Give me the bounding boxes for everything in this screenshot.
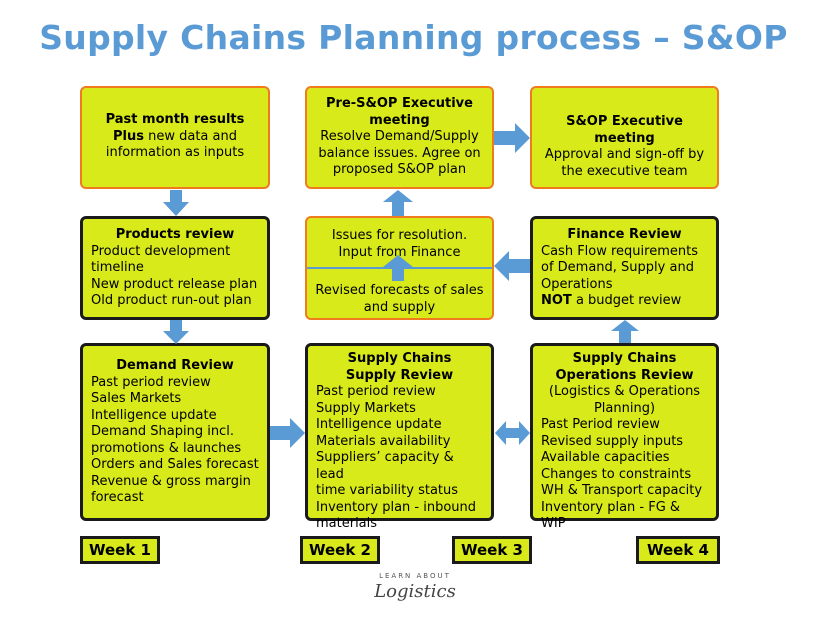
- arrow-up-icon: [611, 320, 639, 343]
- demand-review-line-7: Revenue & gross margin: [91, 473, 251, 489]
- supply-review-heading2: Supply Review: [345, 367, 454, 383]
- plus-text: Plus: [113, 128, 144, 144]
- sop-executive-box: S&OP Executive meeting Approval and sign…: [530, 86, 719, 189]
- issues-top-line-1: Issues for resolution.: [331, 228, 468, 243]
- supply-review-line-4: Materials availability: [316, 433, 451, 449]
- supply-review-line-1: Past period review: [316, 384, 436, 399]
- week-4-label: Week 4: [636, 536, 720, 564]
- finance-review-line-3: Operations: [541, 276, 613, 292]
- ops-review-sub2: Planning): [593, 400, 656, 416]
- sop-exec-line-1: Approval and sign-off by: [544, 147, 705, 162]
- demand-review-line-8: forecast: [91, 490, 144, 505]
- sop-exec-heading: S&OP Executive meeting: [566, 114, 683, 146]
- ops-review-heading1: Supply Chains: [572, 351, 677, 366]
- not-text: NOT: [541, 293, 572, 308]
- week-2-label: Week 2: [300, 536, 380, 564]
- ops-review-heading2: Operations Review: [555, 367, 694, 383]
- arrow-down-icon: [163, 320, 189, 344]
- ops-review-line-5: WH & Transport capacity: [541, 483, 703, 498]
- supply-review-box: Supply Chains Supply Review Past period …: [305, 343, 494, 531]
- demand-review-line-5: promotions & launches: [91, 440, 242, 456]
- arrow-left-icon: [494, 251, 530, 281]
- week-3-label: Week 3: [452, 536, 532, 564]
- arrow-right-icon: [494, 123, 530, 153]
- products-review-line-1: Product development: [91, 243, 231, 259]
- past-month-line2-rest: new data and: [143, 128, 237, 144]
- demand-review-box: Demand Review Past period review Sales M…: [80, 343, 270, 521]
- past-month-line3: information as inputs: [105, 145, 245, 160]
- finance-review-line-2: of Demand, Supply and: [541, 260, 694, 275]
- ops-review-line-4: Changes to constraints: [541, 466, 692, 482]
- pre-sop-executive-box: Pre-S&OP Executive meeting Resolve Deman…: [305, 86, 494, 189]
- products-review-heading: Products review: [115, 227, 235, 242]
- pre-sop-line-3: proposed S&OP plan: [332, 162, 467, 177]
- demand-review-line-6: Orders and Sales forecast: [91, 457, 259, 472]
- pre-sop-line-1: Resolve Demand/Supply: [320, 129, 479, 144]
- pre-sop-heading1: Pre-S&OP Executive: [326, 96, 473, 111]
- supply-review-line-8: materials: [316, 516, 378, 531]
- issues-bottom-line-1: Revised forecasts of sales: [315, 283, 484, 298]
- operations-review-box: Supply Chains Operations Review (Logisti…: [530, 343, 719, 531]
- ops-review-line-1: Past Period review: [541, 417, 660, 432]
- demand-review-line-4: Demand Shaping incl.: [91, 424, 234, 439]
- products-review-line-2: timeline: [91, 260, 144, 275]
- supply-review-heading1: Supply Chains: [347, 351, 452, 366]
- supply-review-line-3: Intelligence update: [316, 417, 442, 432]
- demand-review-line-3: Intelligence update: [91, 407, 217, 423]
- products-review-line-3: New product release plan: [91, 276, 258, 292]
- past-month-line1: Past month results: [105, 112, 245, 127]
- logo-top-text: LEARN ABOUT: [379, 572, 451, 580]
- arrow-up-icon: [383, 190, 413, 216]
- arrow-down-icon: [163, 190, 189, 216]
- supply-review-line-6: time variability status: [316, 483, 459, 498]
- demand-review-line-1: Past period review: [91, 374, 211, 390]
- ops-review-line-3: Available capacities: [541, 450, 670, 465]
- finance-review-line-4: NOT a budget review: [541, 293, 708, 310]
- logo-main-text: Logistics: [374, 581, 456, 602]
- demand-review-heading: Demand Review: [116, 358, 234, 373]
- supply-review-line-5: Suppliers’ capacity & lead: [316, 450, 454, 482]
- demand-review-line-2: Sales Markets: [91, 391, 182, 406]
- issues-top-line-2: Input from Finance: [338, 244, 461, 260]
- ops-review-line-6: Inventory plan - FG & WIP: [541, 499, 681, 532]
- week-1-label: Week 1: [80, 536, 160, 564]
- page-title: Supply Chains Planning process – S&OP: [39, 18, 788, 57]
- products-review-line-4: Old product run-out plan: [91, 293, 252, 308]
- finance-review-line-4-rest: a budget review: [571, 293, 682, 308]
- ops-review-line-2: Revised supply inputs: [541, 433, 684, 449]
- finance-review-box: Finance Review Cash Flow requirements of…: [530, 216, 719, 320]
- arrow-left-right-icon: [495, 421, 530, 445]
- products-review-box: Products review Product development time…: [80, 216, 270, 320]
- arrow-up-icon: [383, 255, 413, 281]
- learn-about-logistics-logo: LEARN ABOUT Logistics: [360, 572, 470, 616]
- past-month-line2: Plus new data and: [90, 129, 260, 146]
- supply-review-line-7: Inventory plan - inbound: [316, 499, 477, 515]
- pre-sop-heading2: meeting: [369, 112, 430, 128]
- finance-review-heading: Finance Review: [567, 227, 682, 242]
- pre-sop-line-2: balance issues. Agree on: [318, 145, 481, 161]
- issues-bottom-line-2: and supply: [363, 299, 436, 315]
- sop-exec-line-2: the executive team: [561, 163, 688, 179]
- past-month-results-box: Past month results Plus new data and inf…: [80, 86, 270, 189]
- supply-review-line-2: Supply Markets: [316, 400, 416, 416]
- ops-review-sub1: (Logistics & Operations: [548, 384, 701, 399]
- arrow-right-icon: [270, 418, 305, 448]
- finance-review-line-1: Cash Flow requirements: [541, 243, 698, 259]
